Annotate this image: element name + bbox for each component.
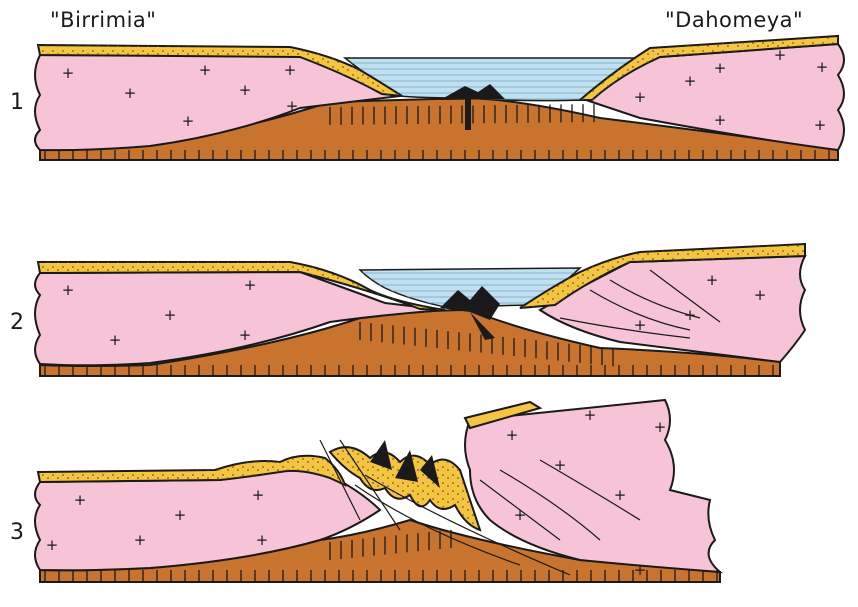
svg-text:+: + <box>684 72 697 90</box>
svg-text:+: + <box>256 531 269 549</box>
svg-text:+: + <box>774 46 787 64</box>
svg-text:+: + <box>174 506 187 524</box>
label-dahomeya: "Dahomeya" <box>665 8 803 32</box>
svg-text:+: + <box>614 486 627 504</box>
svg-text:+: + <box>814 116 827 134</box>
svg-text:+: + <box>634 88 647 106</box>
svg-text:+: + <box>654 418 667 436</box>
svg-text:+: + <box>634 561 647 579</box>
svg-text:+: + <box>706 271 719 289</box>
svg-text:+: + <box>286 97 299 115</box>
svg-text:+: + <box>252 486 265 504</box>
svg-text:+: + <box>62 64 75 82</box>
svg-text:+: + <box>684 306 697 324</box>
svg-text:+: + <box>514 506 527 524</box>
stage-number-3: 3 <box>10 520 24 545</box>
svg-text:+: + <box>199 61 212 79</box>
svg-text:+: + <box>714 111 727 129</box>
svg-text:+: + <box>634 316 647 334</box>
svg-text:+: + <box>239 81 252 99</box>
svg-text:+: + <box>244 276 257 294</box>
svg-text:+: + <box>754 286 767 304</box>
svg-text:+: + <box>816 58 829 76</box>
svg-text:+: + <box>134 531 147 549</box>
stage-1-section <box>35 36 844 160</box>
svg-text:+: + <box>164 306 177 324</box>
svg-text:+: + <box>46 536 59 554</box>
svg-text:+: + <box>506 426 519 444</box>
svg-text:+: + <box>284 61 297 79</box>
stage-number-2: 2 <box>10 310 24 335</box>
svg-text:+: + <box>584 406 597 424</box>
svg-text:+: + <box>74 491 87 509</box>
svg-text:+: + <box>554 456 567 474</box>
svg-text:+: + <box>124 84 137 102</box>
svg-text:+: + <box>62 281 75 299</box>
svg-text:+: + <box>109 331 122 349</box>
svg-text:+: + <box>714 59 727 77</box>
svg-text:+: + <box>239 326 252 344</box>
stage-number-1: 1 <box>10 90 24 115</box>
label-birrimia: "Birrimia" <box>50 8 156 32</box>
svg-text:+: + <box>182 112 195 130</box>
